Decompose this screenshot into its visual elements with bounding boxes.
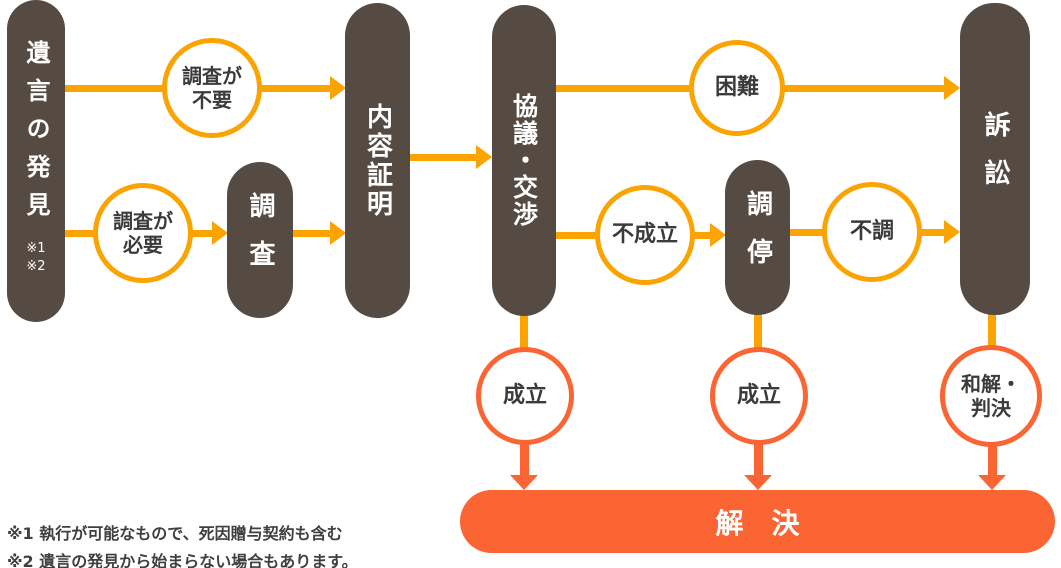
label-circle-survey-needed: 調査が 必要	[93, 183, 193, 283]
arrowhead-into-naiyo-bottom	[330, 221, 346, 245]
survey-needed-line1: 調査が	[113, 209, 173, 233]
node-will-discovery: 遺言の発見 ※1 ※2	[7, 0, 65, 322]
survey-unneeded-line1: 調査が	[182, 64, 242, 88]
arrowhead-into-sosho-top	[944, 76, 960, 100]
stem-settlement-judgment-to-result	[988, 446, 997, 477]
arrowhead-into-sosho-mid	[944, 220, 960, 244]
arrowhead-into-chotei	[710, 223, 726, 247]
label-circle-difficult: 困難	[689, 40, 785, 136]
survey-needed-line2: 必要	[123, 233, 163, 257]
stem-settled-mediation-to-result	[754, 444, 763, 477]
label-circle-settlement-judgment: 和解・ 判決	[940, 345, 1042, 447]
note-ref-1: ※1	[26, 241, 46, 257]
node-content-certification-label: 内容証明	[362, 102, 393, 219]
difficult-label: 困難	[714, 74, 759, 100]
node-will-discovery-notes: ※1 ※2	[26, 240, 45, 275]
node-resolution: 解 決	[460, 490, 1055, 553]
node-mediation-label: 調停	[742, 189, 773, 286]
node-lawsuit: 訴訟	[960, 3, 1030, 315]
arrowhead-settlement-judgment	[978, 475, 1006, 490]
settled-mediation-label: 成立	[736, 382, 781, 408]
connector-survey-to-naiyo	[293, 230, 332, 237]
footnote-2: ※2 遺言の発見から始まらない場合もあります。	[7, 552, 358, 568]
footnote-1: ※1 執行が可能なもので、死因贈与契約も含む	[7, 524, 343, 543]
label-circle-settled-negotiation: 成立	[476, 347, 574, 445]
stem-settled-negotiation-to-result	[520, 444, 529, 477]
node-negotiation: 協議・交渉	[492, 5, 556, 316]
node-content-certification: 内容証明	[345, 3, 410, 318]
node-will-discovery-label: 遺言の発見	[22, 40, 50, 231]
not-settled-label: 不成立	[611, 221, 678, 247]
arrowhead-settled-mediation	[744, 475, 772, 490]
arrowhead-settled-negotiation	[510, 475, 538, 490]
label-circle-not-settled: 不成立	[595, 185, 695, 285]
stem-kyogi-to-settled	[520, 314, 528, 350]
arrowhead-into-naiyo-top	[330, 76, 346, 100]
survey-unneeded-line2: 不要	[192, 88, 232, 112]
node-survey: 調査	[227, 162, 293, 318]
node-resolution-label: 解 決	[715, 506, 800, 540]
node-survey-label: 調査	[245, 192, 275, 288]
node-mediation: 調停	[725, 160, 790, 315]
settled-negotiation-label: 成立	[502, 382, 547, 408]
node-lawsuit-label: 訴訟	[980, 111, 1010, 207]
connector-naiyo-to-kyogi	[410, 154, 478, 161]
arrowhead-into-survey	[212, 221, 228, 245]
stem-sosho-to-settlement	[988, 313, 996, 348]
note-ref-2: ※2	[26, 259, 46, 274]
failed-label: 不調	[849, 218, 894, 244]
stem-chotei-to-settled	[754, 313, 762, 350]
settlement-judgment-line1: 和解・	[961, 372, 1021, 396]
label-circle-settled-mediation: 成立	[710, 347, 808, 445]
node-negotiation-label: 協議・交渉	[509, 93, 539, 228]
settlement-judgment-line2: 判決	[971, 396, 1011, 420]
label-circle-survey-unneeded: 調査が 不要	[162, 38, 262, 138]
label-circle-failed: 不調	[822, 182, 922, 282]
arrowhead-into-kyogi	[476, 145, 492, 169]
